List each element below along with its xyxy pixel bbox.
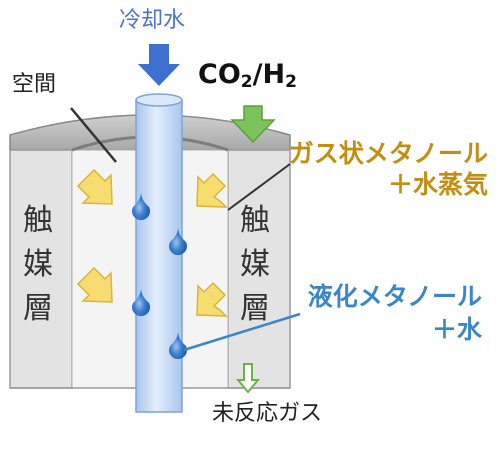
feed-gas-arrow (230, 105, 276, 144)
droplet-1 (132, 192, 150, 221)
exhaust-arrow (235, 363, 261, 394)
arrow-left-upper (76, 168, 113, 205)
catalyst-label-left: 触 媒 層 (23, 203, 53, 326)
arrow-right-lower (196, 281, 228, 317)
liquid-methanol-label: 液化メタノール ＋水 (307, 282, 482, 344)
cooling-tube (135, 93, 183, 413)
inner-flow-arrows (76, 168, 228, 317)
feed-gas-label: CO2/H2 (198, 59, 297, 92)
droplet-2 (169, 227, 188, 256)
leader-space (70, 107, 117, 163)
space-label: 空間 (12, 72, 57, 97)
catalyst-label-right: 触 媒 層 (240, 203, 270, 326)
arrow-left-lower (76, 266, 113, 303)
arrow-right-upper (196, 172, 228, 208)
leader-gas-methanol (227, 163, 291, 211)
droplet-3 (132, 288, 150, 317)
gas-methanol-label: ガス状メタノール ＋水蒸気 (288, 139, 488, 199)
leader-liquid-methanol (183, 312, 301, 352)
coolant-arrow (138, 44, 180, 86)
unreacted-gas-label: 未反応ガス (212, 401, 323, 426)
droplets (132, 192, 188, 360)
droplet-4 (169, 331, 187, 360)
coolant-label: 冷却水 (119, 8, 186, 33)
